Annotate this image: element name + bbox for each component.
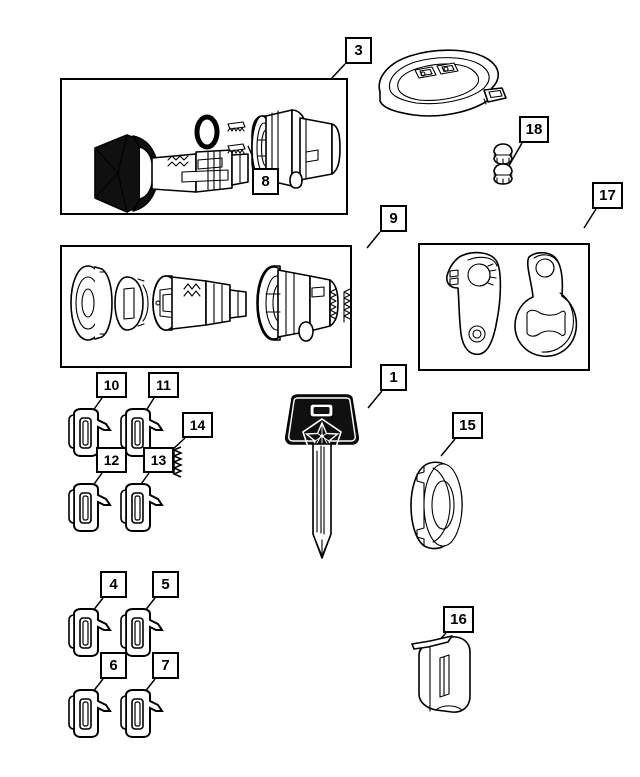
lock-cylinder-cap-art	[411, 635, 471, 713]
callout-15-label: 15	[459, 417, 476, 434]
callout-17[interactable]: 17	[592, 182, 623, 209]
callout-10-label: 10	[103, 377, 120, 393]
door-lock-cylinder-group-box	[60, 245, 352, 368]
callout-4-label: 4	[109, 576, 118, 593]
key-blank-with-pentastar-art	[285, 394, 359, 559]
callout-18-label: 18	[525, 121, 543, 138]
callout-12[interactable]: 12	[96, 447, 127, 473]
callout-16-label: 16	[450, 611, 467, 628]
callout-1-label: 1	[389, 369, 398, 386]
callout-5[interactable]: 5	[152, 571, 179, 598]
callout-9[interactable]: 9	[380, 205, 407, 232]
callout-8[interactable]: 8	[252, 168, 279, 195]
callout-14[interactable]: 14	[182, 412, 213, 438]
callout-5-label: 5	[161, 576, 170, 593]
door-lock-cylinder-assembly-art	[70, 265, 351, 342]
callout-7-label: 7	[161, 657, 170, 674]
callout-10[interactable]: 10	[96, 372, 127, 398]
callout-11-label: 11	[156, 377, 171, 393]
callout-11[interactable]: 11	[148, 372, 179, 398]
remote-keyless-entry-transmitter-art	[378, 49, 507, 117]
lock-levers-art	[446, 251, 578, 357]
callout-6-label: 6	[109, 657, 118, 674]
callout-4[interactable]: 4	[100, 571, 127, 598]
callout-12-label: 12	[103, 452, 120, 468]
callout-8-label: 8	[261, 173, 270, 190]
callout-13[interactable]: 13	[143, 447, 174, 473]
callout-7[interactable]: 7	[152, 652, 179, 679]
callout-3[interactable]: 3	[345, 37, 372, 64]
transmitter-button-plugs-art	[493, 143, 513, 185]
callout-17-label: 17	[599, 187, 616, 204]
callout-16[interactable]: 16	[443, 606, 474, 633]
lock-lever-group-box	[418, 243, 590, 371]
callout-14-label: 14	[189, 417, 206, 433]
callout-9-label: 9	[389, 210, 398, 227]
callout-1[interactable]: 1	[380, 364, 407, 391]
callout-13-label: 13	[150, 452, 167, 468]
lock-cylinder-bezel-ring-art	[410, 461, 463, 550]
callout-6[interactable]: 6	[100, 652, 127, 679]
callout-3-label: 3	[354, 42, 363, 59]
ignition-lock-cylinder-assembly-art	[94, 109, 341, 213]
callout-15[interactable]: 15	[452, 412, 483, 439]
ignition-lock-group-box	[60, 78, 348, 215]
callout-18[interactable]: 18	[519, 116, 549, 143]
